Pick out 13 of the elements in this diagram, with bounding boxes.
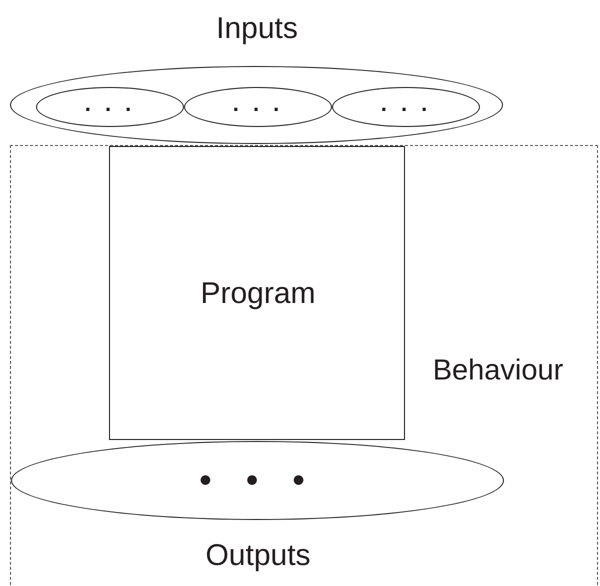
input-ellipse — [332, 87, 480, 127]
input-ellipse — [184, 87, 332, 127]
ellipsis: . . . — [84, 91, 136, 117]
behaviour-region — [10, 145, 598, 586]
output-dots: • • • — [199, 459, 317, 501]
ellipsis: . . . — [380, 91, 432, 117]
heading: Inputs — [216, 12, 298, 46]
input-ellipse — [36, 87, 184, 127]
ellipsis: . . . — [232, 91, 284, 117]
box-label: Program — [200, 277, 316, 311]
program-box — [109, 146, 405, 440]
heading: Outputs — [205, 539, 311, 573]
region-label: Behaviour — [432, 354, 564, 388]
